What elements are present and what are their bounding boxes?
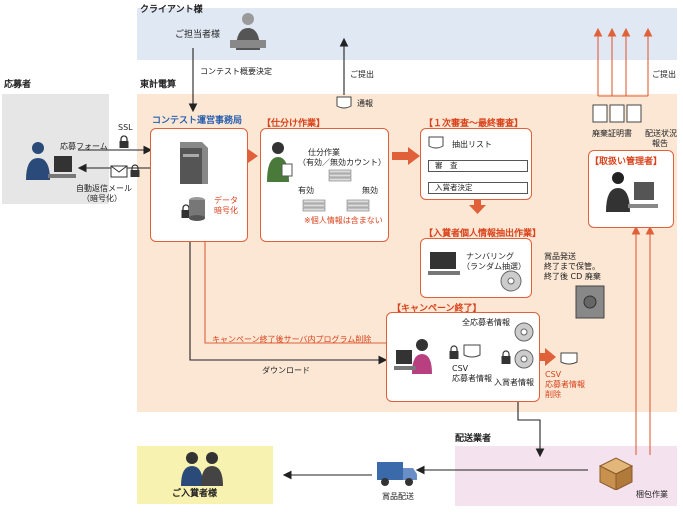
delivery-region [455, 446, 677, 506]
submit-label-2: ご提出 [652, 70, 676, 79]
manager-title: 【取扱い管理者】 [590, 157, 663, 167]
auto-reply-mail-label: 自動返信メール [76, 184, 132, 193]
extract-computer-icon [428, 252, 460, 275]
download-label: ダウンロード [262, 366, 310, 375]
extract-cd-icon [500, 270, 522, 292]
csv-delete-label-2: 応募者情報 [545, 380, 585, 389]
sorting-title: 【仕分け作業】 [262, 119, 326, 129]
packing-label: 梱包作業 [636, 490, 668, 499]
package-box-icon [598, 457, 634, 490]
paper-stack-icon [328, 169, 352, 182]
winner-decision-label: 入賞者決定 [435, 183, 473, 192]
storage-line-2: 終了まで保管。 [544, 262, 600, 271]
judge-tag: 審 査 [428, 160, 528, 172]
invalid-label: 無効 [362, 186, 378, 195]
csv-delete-label-3: 削除 [545, 390, 561, 399]
disposal-certificate-label: 廃棄証明書 [592, 129, 632, 138]
campaign-title: 【キャンペーン終了】 [392, 304, 482, 314]
ssl-lock-icon [119, 135, 129, 148]
extract-list-icon [428, 136, 444, 149]
winner-section-title: ご入賞者様 [172, 489, 218, 499]
toukei-section-title: 東計電算 [140, 80, 177, 90]
random-draw-label: （ランダム抽選） [462, 262, 526, 271]
report-label: 通報 [357, 99, 373, 108]
sorting-work-label: 仕分作業 [308, 148, 340, 157]
winner-info-label: 入賞者情報 [494, 378, 534, 387]
winner-info-lock-cd-icon [501, 349, 534, 369]
sorting-count-label: （有効／無効カウント） [298, 158, 386, 167]
contest-decision-label: コンテスト概要決定 [200, 67, 272, 76]
applicant-region [2, 94, 109, 204]
invalid-paper-stack-icon [346, 199, 370, 212]
delete-program-label: キャンペーン終了後サーバ内プログラム削除 [212, 335, 372, 344]
data-encryption-label-1: データ [214, 196, 238, 205]
csv-delete-label-1: CSV [545, 370, 562, 379]
prize-shipping-label: 賞品配送 [382, 492, 414, 501]
office-lock-icon [181, 204, 191, 218]
winner-people-icon [181, 452, 223, 486]
winner-decision-tag: 入賞者決定 [428, 182, 528, 194]
judge-label: 審 査 [435, 161, 458, 170]
storage-line-3: 終了後 CD 廃棄 [544, 272, 601, 281]
applicant-computer-icon [26, 142, 76, 180]
manager-box [588, 150, 674, 228]
delivery-truck-icon [377, 462, 417, 486]
report-document-icon [336, 96, 352, 109]
delivery-section-title: 配送業者 [455, 434, 492, 444]
auto-reply-mail-encrypted-label: （暗号化） [82, 194, 122, 203]
review-title: 【１次審査〜最終審査】 [424, 119, 524, 129]
client-section-title: クライアント様 [140, 5, 203, 15]
csv-delete-doc-icon [560, 352, 578, 365]
all-applicant-info-label: 全応募者情報 [462, 318, 510, 327]
ssl-label: SSL [118, 123, 133, 132]
valid-paper-stack-icon [302, 199, 326, 212]
csv-applicant-info-label: 応募者情報 [452, 374, 492, 383]
csv-lock-doc-icon [449, 344, 481, 359]
extract-title: 【入賞者個人情報抽出作業】 [424, 229, 542, 239]
valid-label: 有効 [298, 186, 314, 195]
client-person-icon [230, 13, 266, 50]
client-person-label: ご担当者様 [175, 30, 221, 40]
disposal-certificate-icons [592, 104, 642, 123]
client-region [137, 8, 677, 60]
auto-reply-mail-icon [110, 164, 140, 178]
application-form-label: 応募フォーム [60, 142, 108, 151]
submit-label-1: ご提出 [350, 70, 374, 79]
all-info-cd-icon [514, 322, 534, 342]
csv-label: CSV [452, 364, 469, 373]
shipping-report-label: 報告 [652, 139, 668, 148]
campaign-worker-icon [394, 339, 432, 374]
server-icon [180, 142, 208, 184]
extract-list-label: 抽出リスト [452, 140, 492, 149]
no-personal-info-note: ※個人情報は含まない [304, 216, 383, 225]
safe-icon [575, 285, 605, 319]
sorting-worker-icon [267, 142, 293, 182]
numbering-label: ナンバリング [466, 252, 514, 261]
office-title: コンテスト運営事務局 [152, 116, 243, 126]
data-encryption-label-2: 暗号化 [214, 206, 238, 215]
storage-line-1: 賞品発送 [544, 252, 576, 261]
applicant-section-title: 応募者 [4, 80, 32, 90]
database-icon [189, 197, 205, 221]
shipping-status-label: 配送状況 [645, 129, 677, 138]
manager-computer-icon [606, 172, 658, 212]
